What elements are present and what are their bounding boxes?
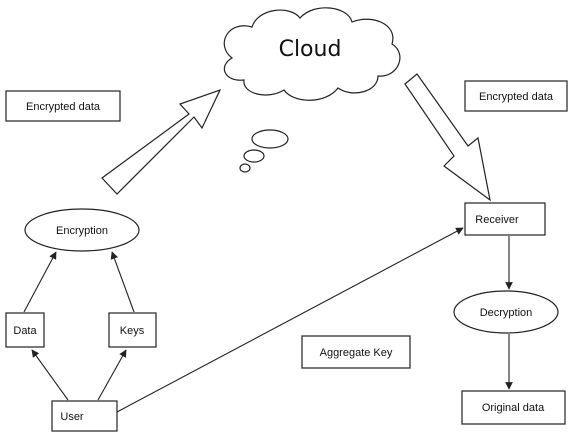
arrow-data-to-encryption [23,251,57,313]
encrypted-data-left-box: Encrypted data [5,90,121,122]
receiver-label: Receiver [475,214,519,226]
data-node: Data [5,312,45,348]
aggregate-key-node: Aggregate Key [301,335,411,369]
encryption-node: Encryption [24,208,140,252]
keys-label: Keys [120,325,145,337]
cloud-node: Cloud [223,7,401,101]
receiver-node: Receiver [464,202,546,236]
user-node: User [51,400,118,432]
arrow-user-to-receiver [116,227,464,413]
cloud-bubble-medium [243,149,265,163]
aggregate-key-label: Aggregate Key [320,347,393,359]
original-data-label: Original data [482,402,545,414]
arrow-user-to-data [31,349,69,401]
encrypted-data-right-label: Encrypted data [479,91,554,103]
download-block-arrow [404,73,491,202]
data-label: Data [13,325,37,337]
cloud-bubble-small [239,163,251,173]
original-data-node: Original data [461,390,566,425]
arrow-user-to-keys [97,349,127,401]
cloud-label: Cloud [279,37,342,62]
cloud-bubble-large [251,129,289,149]
cloud-shape [223,7,401,101]
arrow-keys-to-encryption [110,251,135,313]
decryption-label: Decryption [480,307,533,319]
keys-node: Keys [108,312,157,348]
encryption-label: Encryption [56,225,108,237]
user-label: User [60,411,84,423]
encrypted-data-right-box: Encrypted data [464,80,568,112]
upload-block-arrow [101,88,222,195]
encrypted-data-left-label: Encrypted data [26,101,101,113]
decryption-node: Decryption [453,290,559,334]
